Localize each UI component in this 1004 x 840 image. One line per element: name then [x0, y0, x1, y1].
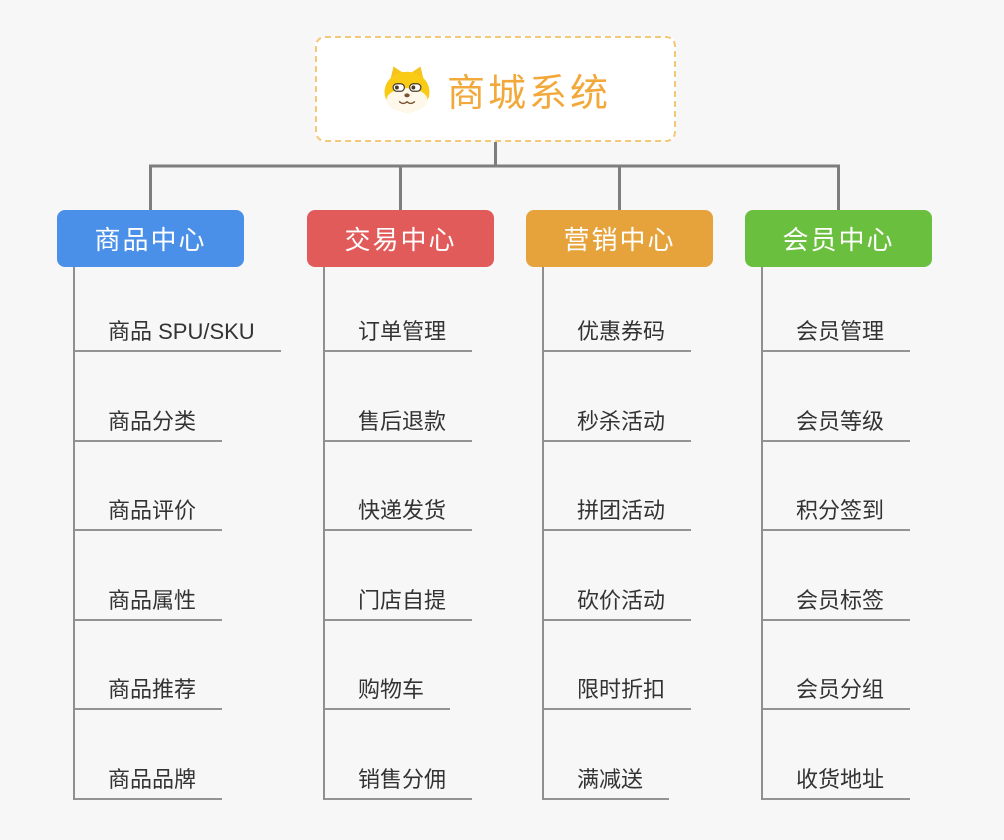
child-node[interactable]: 收货地址	[763, 710, 911, 800]
child-node[interactable]: 售后退款	[325, 352, 473, 442]
branch-node-trade-center[interactable]: 交易中心	[307, 210, 494, 267]
branch-product-center: 商品中心 商品 SPU/SKU 商品分类 商品评价 商品属性 商品推荐 商品品牌	[57, 210, 281, 800]
branch-node-member-center[interactable]: 会员中心	[745, 210, 932, 267]
shiba-dog-face-icon	[384, 66, 430, 113]
branch-children: 优惠券码 秒杀活动 拼团活动 砍价活动 限时折扣 满减送	[542, 267, 713, 800]
child-node[interactable]: 快递发货	[325, 442, 473, 531]
child-node[interactable]: 会员管理	[763, 267, 911, 352]
branch-node-marketing-center[interactable]: 营销中心	[526, 210, 713, 267]
root-node[interactable]: 商城系统	[315, 36, 676, 142]
root-title: 商城系统	[446, 72, 611, 115]
branch-children: 商品 SPU/SKU 商品分类 商品评价 商品属性 商品推荐 商品品牌	[73, 267, 281, 800]
child-node[interactable]: 会员等级	[763, 352, 911, 442]
child-node[interactable]: 门店自提	[325, 531, 473, 621]
branch-label: 商品中心	[94, 225, 207, 255]
child-node[interactable]: 商品评价	[75, 442, 223, 531]
branch-label: 交易中心	[344, 225, 457, 255]
branch-trade-center: 交易中心 订单管理 售后退款 快递发货 门店自提 购物车 销售分佣	[307, 210, 494, 800]
child-node[interactable]: 会员标签	[763, 531, 911, 621]
branch-label: 营销中心	[563, 225, 676, 255]
branch-children: 订单管理 售后退款 快递发货 门店自提 购物车 销售分佣	[323, 267, 494, 800]
child-node[interactable]: 购物车	[325, 621, 451, 710]
child-node[interactable]: 销售分佣	[325, 710, 473, 800]
branch-label: 会员中心	[782, 225, 895, 255]
child-node[interactable]: 商品 SPU/SKU	[75, 267, 281, 352]
child-node[interactable]: 拼团活动	[544, 442, 692, 531]
child-node[interactable]: 商品分类	[75, 352, 223, 442]
child-node[interactable]: 秒杀活动	[544, 352, 692, 442]
child-node[interactable]: 商品品牌	[75, 710, 223, 800]
child-node[interactable]: 订单管理	[325, 267, 473, 352]
child-node[interactable]: 砍价活动	[544, 531, 692, 621]
branch-node-product-center[interactable]: 商品中心	[57, 210, 244, 267]
child-node[interactable]: 限时折扣	[544, 621, 692, 710]
child-node[interactable]: 优惠券码	[544, 267, 692, 352]
branch-member-center: 会员中心 会员管理 会员等级 积分签到 会员标签 会员分组 收货地址	[745, 210, 932, 800]
branch-children: 会员管理 会员等级 积分签到 会员标签 会员分组 收货地址	[761, 267, 932, 800]
child-node[interactable]: 会员分组	[763, 621, 911, 710]
branch-marketing-center: 营销中心 优惠券码 秒杀活动 拼团活动 砍价活动 限时折扣 满减送	[526, 210, 713, 800]
child-node[interactable]: 商品推荐	[75, 621, 223, 710]
child-node[interactable]: 满减送	[544, 710, 670, 800]
child-node[interactable]: 积分签到	[763, 442, 911, 531]
child-node[interactable]: 商品属性	[75, 531, 223, 621]
